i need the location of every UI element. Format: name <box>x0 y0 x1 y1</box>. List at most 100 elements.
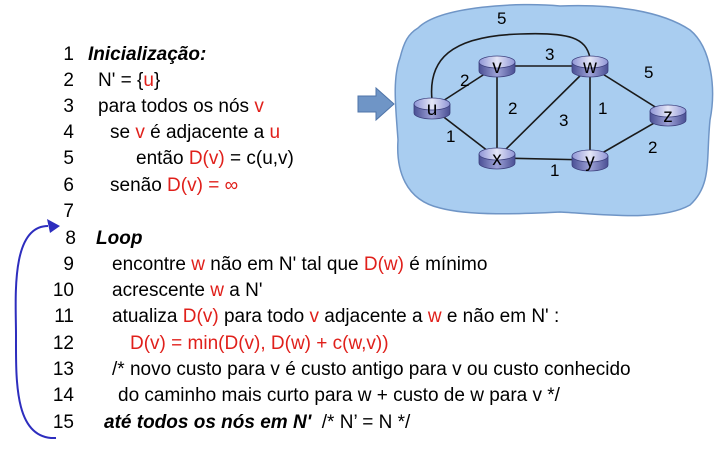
line-number: 3 <box>63 96 74 117</box>
code-variable: v <box>254 96 264 117</box>
code-variable: v <box>309 306 320 327</box>
code-variable: w <box>191 254 205 275</box>
router-x: x <box>478 147 516 170</box>
line-number: 8 <box>65 228 76 249</box>
code-fragment: atualiza <box>112 306 183 327</box>
router-top <box>478 55 516 69</box>
edge-cost-label: 1 <box>550 161 559 180</box>
edge-cost-label: 3 <box>545 45 554 64</box>
block-arrow-icon <box>357 86 395 122</box>
line-number: 1 <box>63 44 74 65</box>
router-top <box>571 149 609 163</box>
code-text: Inicialização: <box>88 42 206 68</box>
code-text: N' = {u} <box>98 68 160 94</box>
code-keyword: Loop <box>96 228 143 249</box>
code-variable: D(w) <box>363 254 404 275</box>
line-number: 6 <box>63 175 74 196</box>
code-fragment: /* novo custo para v é custo antigo para… <box>112 359 631 380</box>
code-text: encontre w não em N' tal que D(w) é míni… <box>112 252 487 278</box>
edge-cost-label: 2 <box>508 99 517 118</box>
code-fragment: a N' <box>223 280 263 301</box>
code-text: acrescente w a N' <box>112 278 262 304</box>
line-number: 10 <box>52 280 74 301</box>
network-cloud <box>394 3 714 217</box>
code-variable: w <box>210 280 224 301</box>
line-number: 2 <box>63 70 74 91</box>
code-variable: D(v) = min(D(v), D(w) + c(w,v)) <box>130 333 389 354</box>
line-number: 13 <box>52 359 74 380</box>
edge-x-w <box>496 65 591 159</box>
node-label: v <box>492 57 502 78</box>
edge-cost-label: 2 <box>460 71 469 90</box>
line-number: 11 <box>54 306 74 327</box>
code-fragment: então <box>136 148 189 169</box>
node-label: z <box>663 106 673 127</box>
code-fragment: se <box>110 122 136 143</box>
code-text: até todos os nós em N' /* N’ = N */ <box>104 410 410 436</box>
edge-cost-label: 1 <box>446 127 455 146</box>
code-fragment: senão <box>110 175 168 196</box>
code-text: então D(v) = c(u,v) <box>136 146 294 172</box>
code-fragment: para todos os nós <box>98 96 255 117</box>
router-top <box>478 147 516 161</box>
code-variable: D(v) = ∞ <box>167 175 239 196</box>
line-number: 15 <box>52 412 74 433</box>
code-text: Loop <box>96 226 142 252</box>
code-fragment: para todo <box>218 306 310 327</box>
code-fragment: é mínimo <box>403 254 488 275</box>
node-label: w <box>582 57 597 78</box>
line-number: 14 <box>52 385 74 406</box>
code-variable: w <box>427 306 442 327</box>
router-y: y <box>571 149 609 172</box>
edge-cost-label: 2 <box>648 138 657 157</box>
code-keyword: Inicialização: <box>88 44 207 65</box>
loop-arrow-head-icon <box>47 219 60 233</box>
node-label: y <box>585 151 595 172</box>
code-text: para todos os nós v <box>98 94 264 120</box>
code-fragment: N' = { <box>98 70 144 91</box>
node-label: u <box>427 99 438 120</box>
router-top <box>413 97 451 111</box>
code-variable: v <box>135 122 145 143</box>
router-top <box>571 55 609 69</box>
edge-cost-label: 5 <box>644 63 653 82</box>
line-number: 7 <box>63 201 74 222</box>
router-v: v <box>478 55 516 78</box>
code-variable: D(v) <box>182 306 219 327</box>
code-text: se v é adjacente a u <box>110 120 280 146</box>
node-label: x <box>492 149 502 170</box>
code-fragment: e não em N' : <box>441 306 560 327</box>
code-text: atualiza D(v) para todo v adjacente a w … <box>112 304 559 330</box>
code-fragment: adjacente a <box>319 306 428 327</box>
loop-arrow <box>14 225 57 440</box>
code-text: D(v) = min(D(v), D(w) + c(w,v)) <box>130 331 389 357</box>
router-w: w <box>571 55 609 78</box>
code-variable: D(v) <box>188 148 225 169</box>
line-number: 4 <box>63 122 74 143</box>
code-variable: u <box>143 70 154 91</box>
line-number: 5 <box>63 148 74 169</box>
router-z: z <box>649 104 687 127</box>
code-fragment: encontre <box>112 254 192 275</box>
edge-cost-label: 3 <box>559 111 568 130</box>
code-fragment: do caminho mais curto para w + custo de … <box>118 385 560 406</box>
code-fragment: não em N' tal que <box>204 254 364 275</box>
line-number: 9 <box>63 254 74 275</box>
edge-cost-label: 1 <box>598 99 607 118</box>
code-fragment: acrescente <box>112 280 211 301</box>
edge-cost-label: 5 <box>497 9 506 28</box>
code-text: senão D(v) = ∞ <box>110 173 238 199</box>
code-fragment: é adjacente a <box>144 122 270 143</box>
code-fragment: } <box>153 70 161 91</box>
code-keyword: até todos os nós em N' <box>104 412 312 433</box>
code-fragment: /* N’ = N */ <box>311 412 411 433</box>
edge-u-w <box>430 32 591 101</box>
router-top <box>649 104 687 118</box>
code-fragment: = c(u,v) <box>224 148 294 169</box>
line-number: 12 <box>52 333 74 354</box>
code-text: /* novo custo para v é custo antigo para… <box>112 357 631 383</box>
code-text: do caminho mais curto para w + custo de … <box>118 383 560 409</box>
router-u: u <box>413 97 451 120</box>
